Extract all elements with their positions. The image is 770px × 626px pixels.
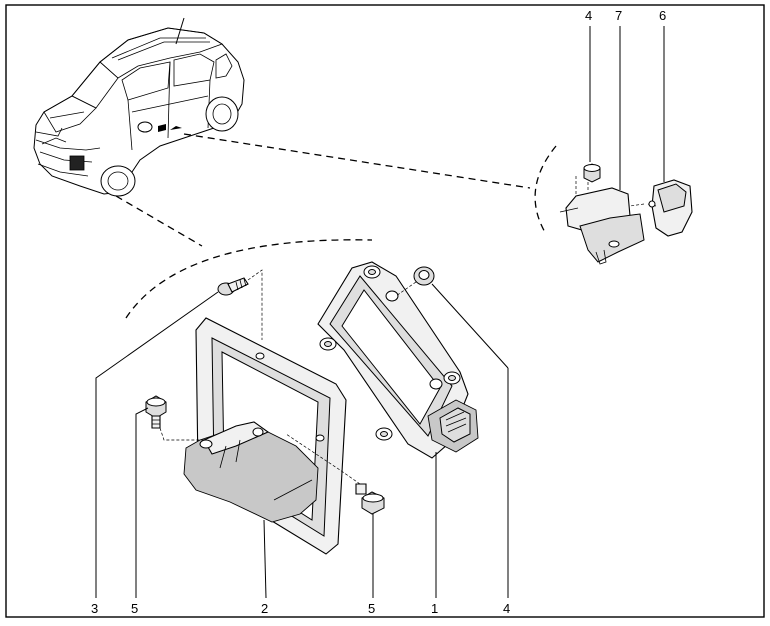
callout-label-top-4: 4 [585, 8, 592, 23]
callout-label-5-right: 5 [368, 601, 375, 616]
callout-label-5-left: 5 [131, 601, 138, 616]
bottom-detail-arc [125, 239, 373, 319]
screw-5-left [145, 395, 206, 441]
callout-label-3: 3 [91, 601, 98, 616]
callout-leaders [95, 26, 665, 599]
screw-5-right [285, 433, 385, 515]
top-detail-arc [534, 145, 557, 235]
callout-label-top-7: 7 [615, 8, 622, 23]
nut-4 [395, 266, 435, 297]
callout-label-top-6: 6 [659, 8, 666, 23]
top-detail-group [534, 145, 693, 265]
bolt-3 [217, 269, 263, 340]
mounting-bracket-2 [183, 317, 347, 555]
bottom-assembly-group [125, 239, 479, 555]
leader-to-detail-bottom [115, 195, 203, 247]
diagram-frame [5, 4, 765, 618]
leader-to-detail-top [183, 133, 531, 189]
vehicle-illustration [33, 17, 245, 197]
callout-label-1: 1 [431, 601, 438, 616]
callout-label-2: 2 [261, 601, 268, 616]
callout-label-4-bottom: 4 [503, 601, 510, 616]
control-module-1 [317, 261, 479, 459]
